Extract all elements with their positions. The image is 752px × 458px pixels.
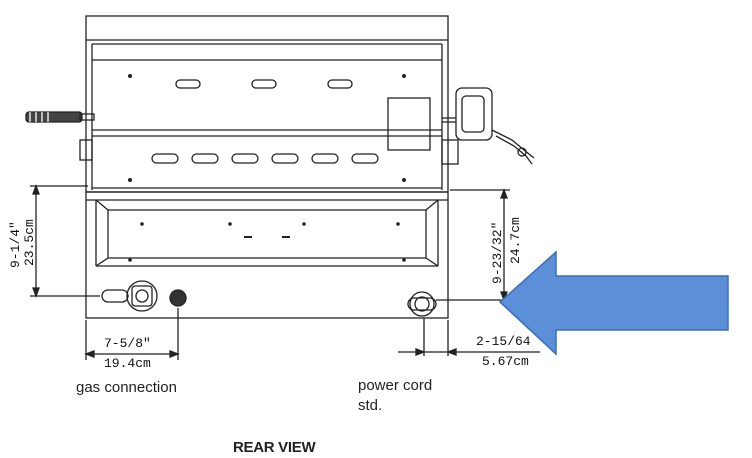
vent-slot	[231, 153, 259, 164]
vent-slot	[327, 79, 353, 89]
power-cord-std-label: std.	[358, 397, 383, 414]
power-cord-label: power cord	[358, 377, 433, 394]
gas-connection-label: gas connection	[76, 379, 177, 396]
gas-offset-cm: 19.4cm	[104, 356, 151, 371]
power-socket	[409, 291, 435, 317]
power-offset-cm: 5.67cm	[482, 354, 529, 369]
spit-motor	[455, 87, 493, 141]
diagram-title: REAR VIEW	[233, 439, 316, 456]
power-offset-inch: 2-15/64	[476, 334, 531, 349]
vent-slot	[175, 79, 201, 89]
right-height-cm: 24.7cm	[508, 217, 523, 264]
gas-offset-inch: 7-5/8"	[104, 336, 151, 351]
gas-valve-knob	[169, 289, 187, 307]
gas-regulator	[126, 280, 158, 312]
left-height-inch: 9-1/4"	[8, 221, 23, 268]
left-height-cm: 23.5cm	[22, 219, 37, 266]
vent-slot	[251, 79, 277, 89]
right-height-inch: 9-23/32"	[490, 221, 505, 284]
vent-slot	[351, 153, 379, 164]
vent-slot	[311, 153, 339, 164]
grill-body-outline	[85, 15, 449, 193]
vent-slot	[271, 153, 299, 164]
vent-slot	[191, 153, 219, 164]
spit-handle	[25, 111, 83, 123]
rotisserie-motor-box	[387, 97, 431, 151]
vent-slot	[151, 153, 179, 164]
pointer-arrow	[498, 250, 729, 356]
firebox	[85, 191, 449, 319]
